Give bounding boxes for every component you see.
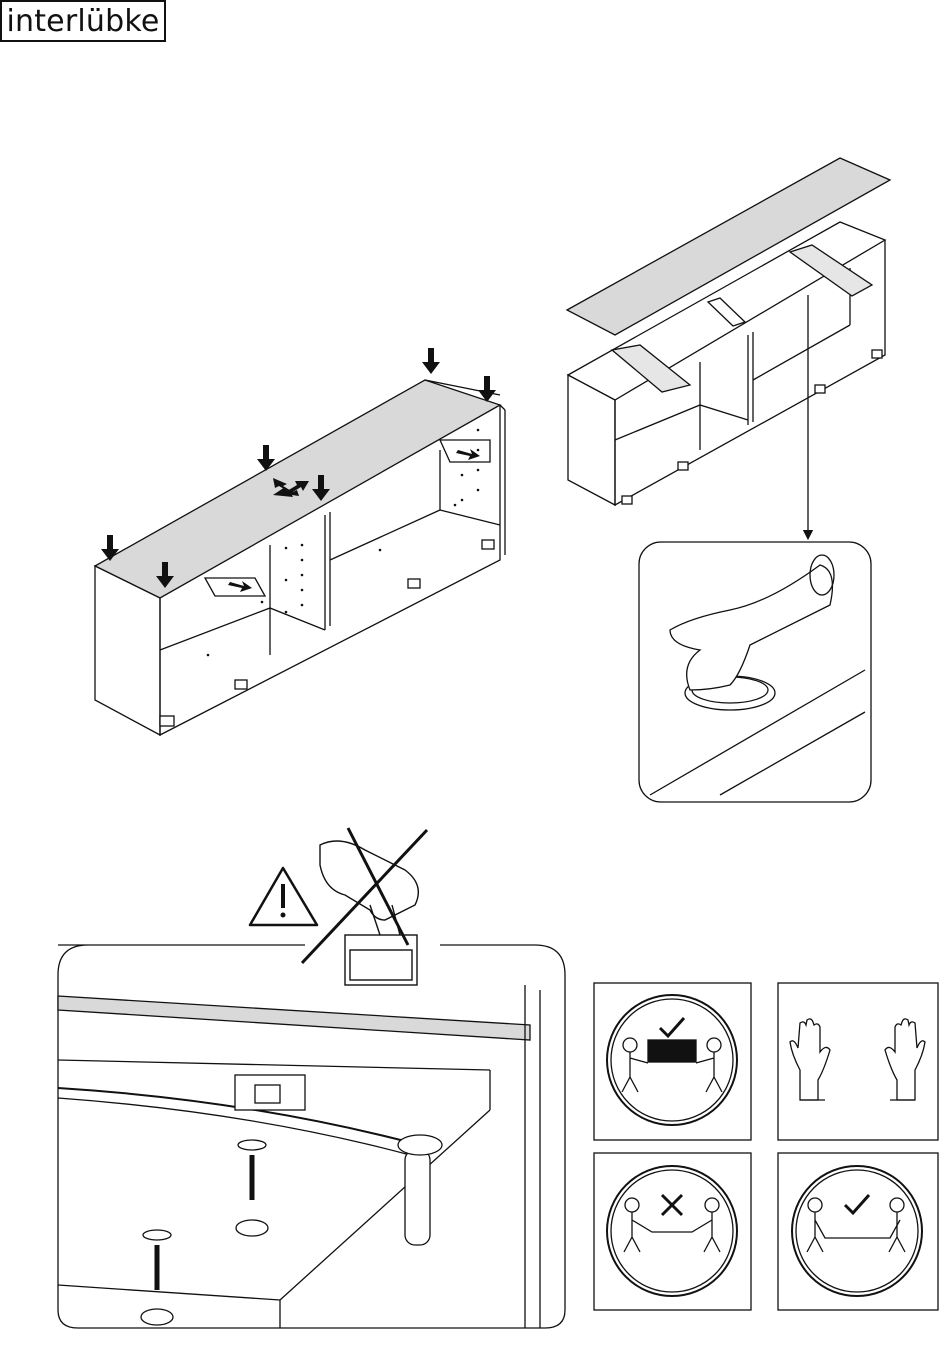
cabinet-top-assembly-illustration [95, 380, 505, 735]
gloves-icon [778, 983, 938, 1140]
hand-pressing-disc-detail-icon [639, 542, 871, 802]
crossed-out-drill-icon [302, 828, 427, 985]
warning-triangle-icon [250, 868, 317, 925]
leveling-foot-detail-illustration [58, 945, 565, 1328]
two-person-lift-box-ok-icon [594, 983, 751, 1140]
two-person-carry-wrong-icon [594, 1153, 751, 1310]
cabinet-top-placement-illustration [567, 158, 890, 535]
two-person-carry-ok-icon [778, 1153, 938, 1310]
